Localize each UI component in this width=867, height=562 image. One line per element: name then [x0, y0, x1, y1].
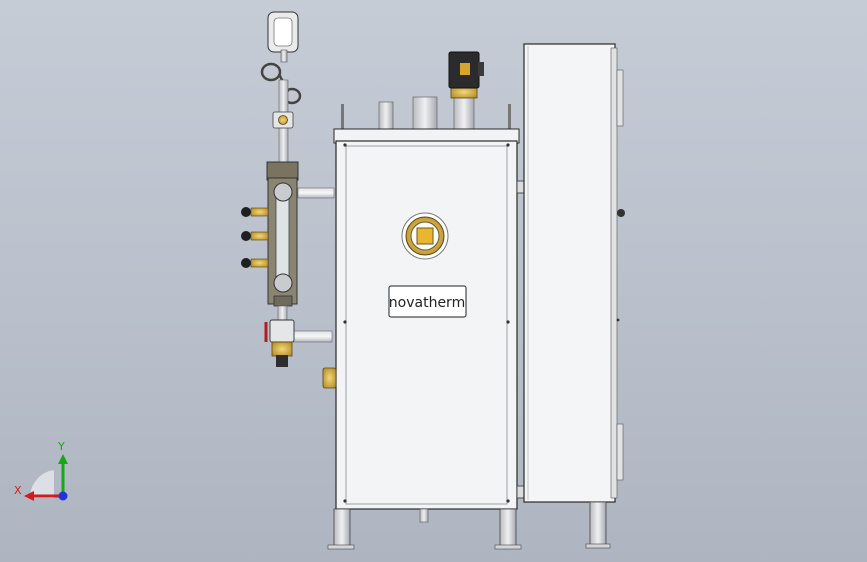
upper-connection-pipe: [297, 187, 335, 199]
lifting-lug-right: [508, 104, 511, 131]
bottom-drain: [419, 508, 429, 523]
boiler-body[interactable]: [335, 140, 518, 510]
column-top-block: [266, 161, 299, 181]
lower-connection-pipe: [289, 330, 333, 343]
cabinet-body[interactable]: [523, 43, 616, 503]
siphon-coil: [260, 62, 282, 82]
cabinet-door-edge: [610, 47, 618, 499]
screw: [343, 499, 347, 503]
column-flange-bottom: [273, 273, 293, 293]
boiler-unit[interactable]: novatherm: [322, 96, 526, 550]
lifting-lug-left: [341, 104, 344, 131]
side-port-left: [322, 367, 337, 389]
pressure-gauge-icon: [267, 11, 299, 63]
top-nozzle-large: [453, 96, 475, 130]
top-nozzle-medium: [412, 96, 438, 130]
control-cabinet[interactable]: [523, 43, 625, 549]
screw: [616, 318, 620, 322]
cabinet-leg: [585, 501, 611, 549]
brand-label: novatherm: [389, 295, 465, 311]
hinge-top: [616, 69, 624, 127]
column-flange-top: [273, 182, 293, 202]
hinge-bottom: [616, 423, 624, 481]
circulation-pump[interactable]: [448, 51, 484, 99]
screw: [506, 499, 510, 503]
x-axis-label: X: [14, 484, 22, 497]
y-axis-label: Y: [58, 440, 65, 453]
boiler-leg-right: [494, 508, 522, 550]
boiler-leg-left: [327, 508, 355, 550]
gauge-valve[interactable]: [272, 111, 294, 129]
brand-badge: novatherm: [388, 285, 467, 318]
boiler-panel-inner: [345, 145, 508, 505]
valve-handle-icon[interactable]: [241, 207, 269, 217]
coordinate-triad-icon: [24, 454, 68, 501]
door-lock[interactable]: [617, 209, 625, 217]
valve-handle-icon[interactable]: [241, 258, 269, 268]
top-nozzle-small: [378, 101, 394, 130]
valve-handle-icon[interactable]: [241, 231, 269, 241]
screw: [343, 320, 347, 324]
screw: [343, 143, 347, 147]
screw: [506, 143, 510, 147]
drain-valve[interactable]: [264, 319, 295, 367]
water-level-column[interactable]: [241, 11, 335, 367]
sight-glass-icon: [401, 212, 449, 260]
screw: [506, 320, 510, 324]
level-glass: [275, 193, 290, 287]
